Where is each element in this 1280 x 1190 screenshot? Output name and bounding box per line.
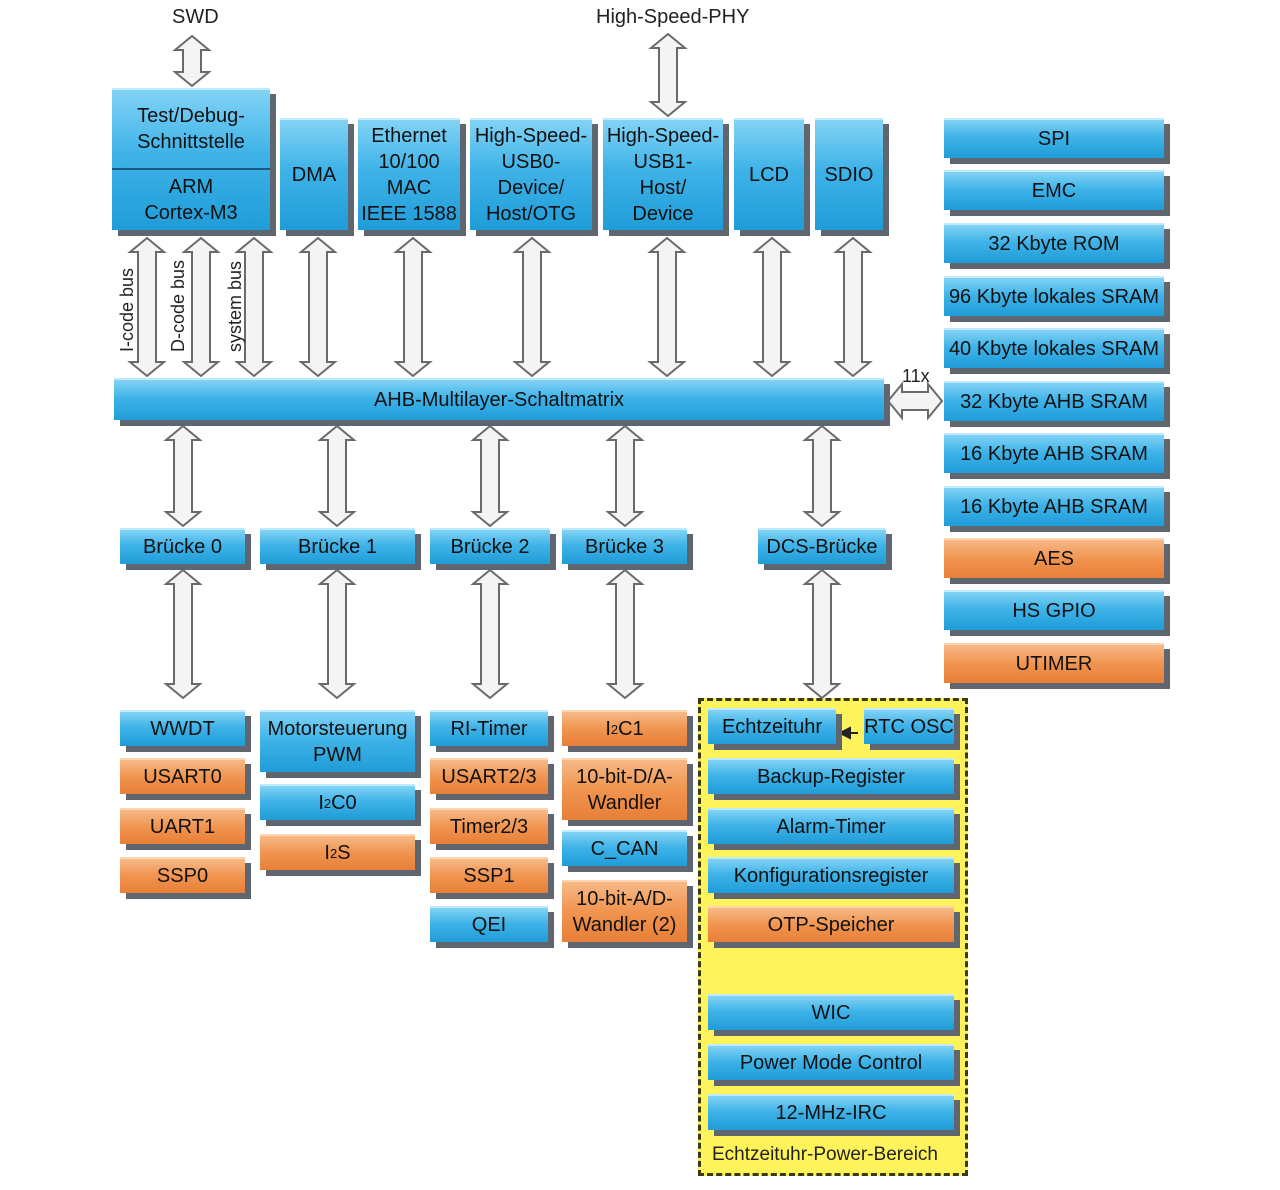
memory-block-aes: AES — [944, 538, 1164, 578]
bridge-3: Brücke 3 — [562, 528, 687, 564]
memory-arrow — [886, 381, 944, 421]
dma-arrow — [298, 236, 338, 378]
usb0-block: High-Speed- USB0- Device/ Host/OTG — [470, 118, 592, 230]
cortex-m3-block: Test/Debug- Schnittstelle ARM Cortex-M3 — [112, 88, 270, 230]
periph-uart1: UART1 — [120, 808, 245, 844]
ethernet-block: Ethernet 10/100 MAC IEEE 1588 — [358, 118, 460, 230]
periph-c-can: C_CAN — [562, 830, 687, 866]
bridge1-arrow — [317, 424, 357, 528]
rtc-osc-arrow — [837, 726, 858, 740]
i2s-suffix: S — [337, 842, 351, 864]
periph-adc: 10-bit-A/D- Wandler (2) — [562, 880, 687, 942]
icode-bus-arrow — [127, 236, 167, 378]
periph-usart0: USART0 — [120, 758, 245, 794]
phy-arrow — [648, 32, 688, 118]
rtc-config-register: Konfigurationsregister — [708, 857, 954, 893]
periph-timer23: Timer2/3 — [430, 808, 548, 844]
bridge0-out-arrow — [163, 568, 203, 700]
rtc-alarm-timer: Alarm-Timer — [708, 808, 954, 844]
usb1-block: High-Speed- USB1- Host/ Device — [603, 118, 723, 230]
rtc-echtzeituhr: Echtzeituhr — [708, 708, 836, 744]
dcode-bus-label: D-code bus — [168, 259, 188, 352]
rtc-backup-register: Backup-Register — [708, 758, 954, 794]
i2c0-superscript: 2 — [323, 795, 332, 811]
dcode-bus-arrow — [181, 236, 221, 378]
system-bus-label: system bus — [225, 260, 245, 352]
i2c1-prefix: I — [605, 718, 611, 740]
rtc-area-label: Echtzeituhr-Power-Bereich — [712, 1144, 938, 1165]
dcs-out-arrow — [802, 568, 842, 700]
periph-dac: 10-bit-D/A- Wandler — [562, 758, 687, 820]
sdio-arrow — [833, 236, 873, 378]
periph-ssp1: SSP1 — [430, 857, 548, 893]
bridge3-arrow — [605, 424, 645, 528]
memory-block-local-sram-40: 40 Kbyte lokales SRAM — [944, 328, 1164, 368]
i2s-prefix: I — [324, 842, 330, 864]
lcd-block: LCD — [734, 118, 804, 230]
bridge0-arrow — [163, 424, 203, 528]
periph-motor-pwm: Motorsteuerung PWM — [260, 710, 415, 772]
rtc-osc: RTC OSC — [864, 708, 954, 744]
periph-ssp0: SSP0 — [120, 857, 245, 893]
bridge3-out-arrow — [605, 568, 645, 700]
bridge1-out-arrow — [317, 568, 357, 700]
rtc-power-mode-control: Power Mode Control — [708, 1044, 954, 1080]
swd-arrow — [172, 34, 212, 88]
usb0-arrow — [512, 236, 552, 378]
sdio-block: SDIO — [815, 118, 883, 230]
memory-block-ahb-sram-32: 32 Kbyte AHB SRAM — [944, 381, 1164, 421]
dcs-bridge-arrow — [802, 424, 842, 528]
rtc-wic: WIC — [708, 994, 954, 1030]
memory-block-emc: EMC — [944, 170, 1164, 210]
dcs-bridge: DCS-Brücke — [758, 528, 886, 564]
high-speed-phy-label: High-Speed-PHY — [596, 6, 750, 28]
dma-block: DMA — [280, 118, 348, 230]
memory-block-ahb-sram-16b: 16 Kbyte AHB SRAM — [944, 486, 1164, 526]
rtc-12mhz-irc: 12-MHz-IRC — [708, 1094, 954, 1130]
multiplier-label: 11x — [902, 366, 930, 386]
ethernet-arrow — [393, 236, 433, 378]
bridge-2: Brücke 2 — [430, 528, 550, 564]
i2s-superscript: 2 — [329, 845, 338, 861]
debug-interface-label: Test/Debug- Schnittstelle — [112, 90, 270, 170]
bridge2-out-arrow — [470, 568, 510, 700]
periph-qei: QEI — [430, 906, 548, 942]
memory-block-hs-gpio: HS GPIO — [944, 590, 1164, 630]
periph-ri-timer: RI-Timer — [430, 710, 548, 746]
memory-block-rom: 32 Kbyte ROM — [944, 223, 1164, 263]
memory-block-utimer: UTIMER — [944, 643, 1164, 683]
memory-block-local-sram-96: 96 Kbyte lokales SRAM — [944, 276, 1164, 316]
ahb-matrix-block: AHB-Multilayer-Schaltmatrix — [114, 378, 884, 420]
bridge2-arrow — [470, 424, 510, 528]
i2c0-prefix: I — [318, 792, 324, 814]
memory-block-ahb-sram-16a: 16 Kbyte AHB SRAM — [944, 433, 1164, 473]
bridge-0: Brücke 0 — [120, 528, 245, 564]
arm-cortex-label: ARM Cortex-M3 — [144, 176, 238, 224]
periph-wwdt: WWDT — [120, 710, 245, 746]
bridge-1: Brücke 1 — [260, 528, 415, 564]
periph-usart23: USART2/3 — [430, 758, 548, 794]
usb1-arrow — [647, 236, 687, 378]
i2c1-superscript: 2 — [610, 721, 619, 737]
swd-label: SWD — [172, 6, 219, 28]
i2c0-suffix: C0 — [331, 792, 357, 814]
system-bus-arrow — [234, 236, 274, 378]
memory-block-spi: SPI — [944, 118, 1164, 158]
icode-bus-label: I-code bus — [117, 267, 137, 352]
i2c1-suffix: C1 — [618, 718, 644, 740]
lcd-arrow — [752, 236, 792, 378]
rtc-otp-memory: OTP-Speicher — [708, 906, 954, 942]
